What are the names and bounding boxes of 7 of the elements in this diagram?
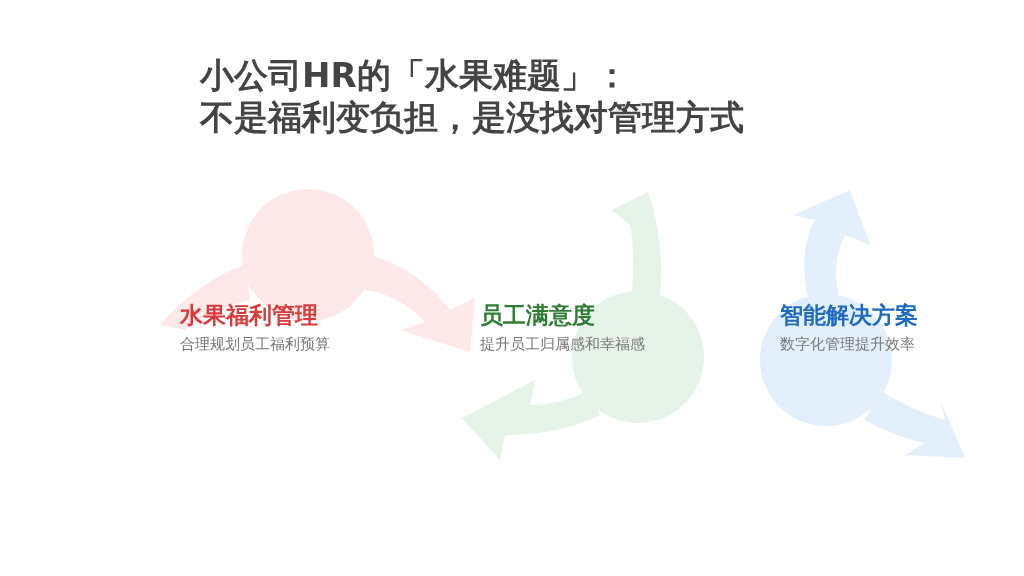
heading: 员工满意度 — [480, 301, 595, 330]
title: 小公司HR的「水果难题」：不是福利变负担，是没找对管理方式 — [200, 54, 744, 138]
description: 提升员工归属感和幸福感 — [480, 334, 645, 354]
heading: 水果福利管理 — [180, 301, 318, 330]
heading: 智能解决方案 — [780, 301, 918, 330]
description: 合理规划员工福利预算 — [180, 334, 330, 354]
description: 数字化管理提升效率 — [780, 334, 915, 354]
